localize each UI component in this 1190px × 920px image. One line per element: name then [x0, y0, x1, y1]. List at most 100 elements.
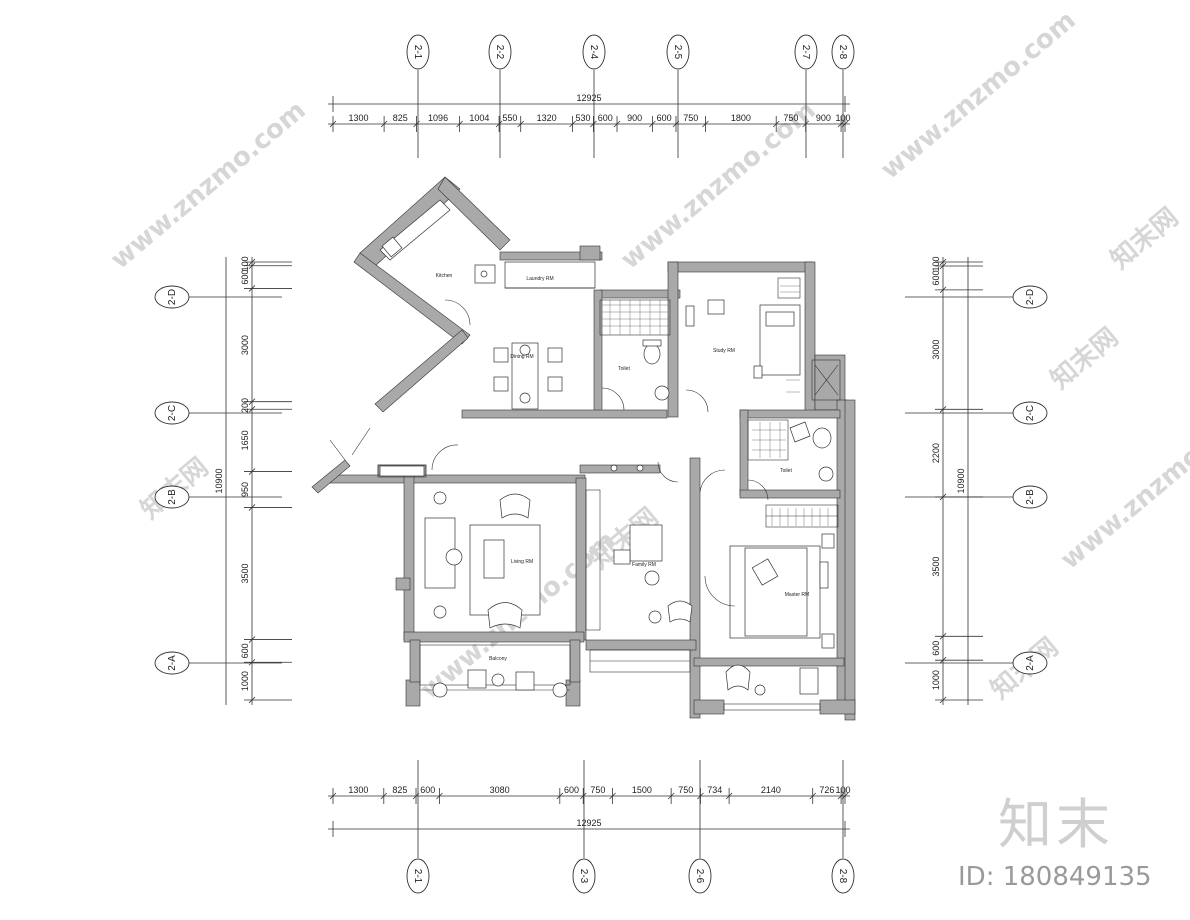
dimension-value: 600: [420, 785, 435, 795]
axis-label: 2-B: [167, 489, 178, 505]
dimension-value: 750: [678, 785, 693, 795]
dimension-value: 900: [627, 113, 642, 123]
dimension-value: 726: [819, 785, 834, 795]
axis-bubble: 2-B: [154, 485, 190, 509]
dimension-value: 200: [240, 398, 250, 413]
dimension-value: 600: [931, 641, 941, 656]
dimension-value: 1500: [632, 785, 652, 795]
watermark-text: www.znzmo.com: [875, 5, 1081, 185]
axis-bubble: 2-1: [406, 858, 430, 894]
axis-bubble: 2-D: [1012, 285, 1048, 309]
dimension-value: 825: [392, 785, 407, 795]
dimension-value: 734: [707, 785, 722, 795]
axis-bubble: 2-8: [831, 34, 855, 70]
room-label-toilet1: Toilet: [618, 366, 630, 372]
walls: [311, 176, 856, 721]
axis-bubble: 2-A: [1012, 651, 1048, 675]
axis-label: 2-6: [694, 869, 705, 884]
axis-bubble: 2-A: [154, 651, 190, 675]
dimension-value: 550: [502, 113, 517, 123]
grid-axes: 2-1 2-2 2-4 2-5 2-7 2-8 2-1 2-3 2-6 2-8 2-D 2-C 2-B 2…: [154, 34, 1048, 894]
dimension-value: 950: [240, 482, 250, 497]
axis-bubble: 2-D: [154, 285, 190, 309]
axis-bubble: 2-C: [154, 401, 190, 425]
room-label-study: Study RM: [713, 348, 735, 354]
dimension-total: 12925: [576, 93, 601, 103]
dimension-total: 12925: [576, 818, 601, 828]
axis-label: 2-8: [837, 869, 848, 884]
dimension-value: 750: [590, 785, 605, 795]
watermark-text: 知末网: [1105, 202, 1184, 275]
axis-label: 2-1: [412, 45, 423, 60]
axis-bubble: 2-5: [666, 34, 690, 70]
dimension-value: 750: [783, 113, 798, 123]
dimension-value: 900: [816, 113, 831, 123]
room-label-laundry: Laundry RM: [526, 276, 553, 282]
room-label-toilet2: Toilet: [780, 468, 792, 474]
room-label-dining: Dining RM: [510, 354, 533, 360]
dimension-total: 10900: [214, 468, 224, 493]
dimension-value: 1096: [428, 113, 448, 123]
axis-bubble: 2-B: [1012, 485, 1048, 509]
room-label-balcony: Balcony: [489, 656, 507, 662]
axis-label: 2-B: [1025, 489, 1036, 505]
axis-bubble: 2-C: [1012, 401, 1048, 425]
axis-bubble: 2-3: [572, 858, 596, 894]
dimension-value: 750: [683, 113, 698, 123]
axis-label: 2-C: [167, 405, 178, 421]
dimension-value: 1300: [349, 113, 369, 123]
axis-bubble: 2-7: [794, 34, 818, 70]
room-label-kitchen: Kitchen: [436, 273, 453, 279]
axis-label: 2-4: [588, 45, 599, 60]
dimension-value: 600: [657, 113, 672, 123]
dimension-value: 825: [393, 113, 408, 123]
axis-bubble: 2-8: [831, 858, 855, 894]
dimension-value: 3000: [931, 340, 941, 360]
axis-label: 2-3: [578, 869, 589, 884]
dimension-value: 3000: [240, 335, 250, 355]
axis-label: 2-D: [1025, 289, 1036, 305]
axis-label: 2-8: [837, 45, 848, 60]
dimension-value: 1004: [469, 113, 489, 123]
dimension-value: 600: [240, 643, 250, 658]
watermark-text: 知末网: [1045, 322, 1124, 395]
dimension-value: 2140: [761, 785, 781, 795]
image-id-label: ID: 180849135: [958, 862, 1152, 892]
axis-label: 2-1: [412, 869, 423, 884]
axis-label: 2-7: [800, 45, 811, 60]
dimension-total: 10900: [956, 468, 966, 493]
dimension-value: 1300: [348, 785, 368, 795]
axis-bubble: 2-6: [688, 858, 712, 894]
axis-label: 2-D: [167, 289, 178, 305]
axis-label: 2-A: [1025, 655, 1036, 671]
dimension-value: 600: [564, 785, 579, 795]
axis-bubble: 2-2: [488, 34, 512, 70]
room-label-master: Master RM: [785, 592, 809, 598]
dimension-value: 3500: [240, 563, 250, 583]
dimension-value: 600: [931, 270, 941, 285]
windows: [377, 277, 841, 711]
dimension-chains: 1300 825 1096 1004 550 1320 530 600 900 600 750 180…: [214, 93, 983, 837]
dimension-value: 2200: [931, 443, 941, 463]
dimension-value: 100: [240, 256, 250, 271]
axis-label: 2-C: [1025, 405, 1036, 421]
axis-bubble: 2-4: [582, 34, 606, 70]
dimension-value: 1000: [240, 671, 250, 691]
axis-label: 2-2: [494, 45, 505, 60]
dimension-value: 1800: [731, 113, 751, 123]
dimension-value: 3500: [931, 557, 941, 577]
dimension-value: 1650: [240, 430, 250, 450]
dimension-value: 600: [240, 270, 250, 285]
dimension-value: 1320: [537, 113, 557, 123]
door-swings: [329, 299, 769, 607]
watermark-text: www.znzmo.com: [105, 95, 311, 275]
dimension-value: 600: [598, 113, 613, 123]
axis-bubble: 2-1: [406, 34, 430, 70]
axis-label: 2-A: [167, 655, 178, 671]
dimension-value: 530: [575, 113, 590, 123]
dimension-value: 100: [931, 256, 941, 271]
tile-hatching: [602, 285, 829, 526]
dimension-value: 3080: [490, 785, 510, 795]
